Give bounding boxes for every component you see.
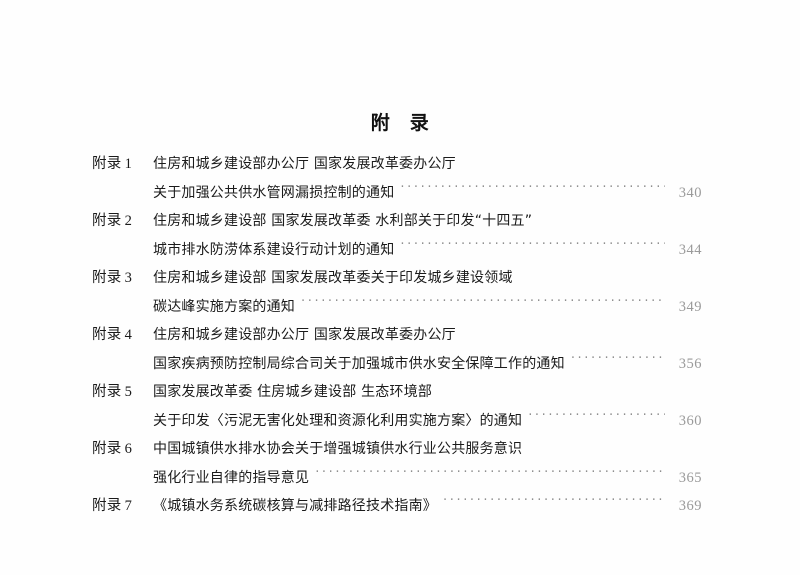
leader-dots: [315, 464, 665, 482]
toc-entry-title-line1: 住房和城乡建设部办公厅 国家发展改革委办公厅: [153, 156, 456, 172]
toc-page-number[interactable]: 360: [678, 412, 702, 429]
toc-entry-label-text: 附录: [92, 384, 122, 400]
toc-page-number[interactable]: 369: [678, 498, 702, 514]
toc-entry-index: 3: [124, 270, 133, 286]
toc-page-number[interactable]: 340: [678, 184, 702, 201]
toc-entry-label-text: 附录: [92, 498, 122, 514]
toc-page-number[interactable]: 344: [678, 241, 702, 258]
toc-entry-label-text: 附录: [92, 270, 122, 286]
toc-entry-title-line2: 关于加强公共供水管网漏损控制的通知: [153, 184, 395, 201]
leader-dots: [443, 492, 665, 510]
toc-entry-label-text: 附录: [92, 156, 122, 172]
toc-entry-title-line2: 城市排水防涝体系建设行动计划的通知: [153, 241, 395, 258]
toc-entry-line-secondary: 强化行业自律的指导意见 365: [92, 464, 702, 493]
toc-entry-title-line2: 国家疾病预防控制局综合司关于加强城市供水安全保障工作的通知: [153, 355, 565, 372]
toc-entry-title-line1: 国家发展改革委 住房城乡建设部 生态环境部: [153, 384, 433, 400]
toc-entry-line-secondary: 关于加强公共供水管网漏损控制的通知 340: [92, 179, 702, 208]
page-title: 附 录: [370, 113, 430, 134]
leader-dots: [301, 293, 665, 311]
toc-entry-label-text: 附录: [92, 213, 122, 229]
toc-entry-label-text: 附录: [92, 441, 122, 457]
toc-entry[interactable]: 附录7 《城镇水务系统碳核算与减排路径技术指南》 369: [92, 492, 702, 521]
toc-entry-index: 5: [124, 384, 133, 400]
toc-entry-index: 4: [124, 327, 133, 343]
toc-entry-line-secondary: 碳达峰实施方案的通知 349: [92, 293, 702, 322]
leader-dots: [528, 407, 665, 425]
toc-entry-index: 6: [124, 441, 133, 457]
toc-entry-line-secondary: 关于印发〈污泥无害化处理和资源化利用实施方案〉的通知 360: [92, 407, 702, 436]
toc-entry-title-line1: 《城镇水务系统碳核算与减排路径技术指南》: [153, 498, 437, 514]
toc-entry-title-line1: 住房和城乡建设部办公厅 国家发展改革委办公厅: [153, 327, 456, 343]
toc-entry-title-line1: 住房和城乡建设部 国家发展改革委 水利部关于印发“十四五”: [153, 213, 533, 229]
toc-page-number[interactable]: 356: [678, 355, 702, 372]
toc-entry-line-secondary: 城市排水防涝体系建设行动计划的通知 344: [92, 236, 702, 265]
toc-entry-line-primary: 附录7 《城镇水务系统碳核算与减排路径技术指南》 369: [92, 492, 702, 521]
toc-entry-index: 2: [124, 213, 133, 229]
toc-entry-line-secondary: 国家疾病预防控制局综合司关于加强城市供水安全保障工作的通知 356: [92, 350, 702, 379]
leader-dots: [400, 236, 665, 254]
toc-entry-title-line2: 强化行业自律的指导意见: [153, 469, 310, 486]
toc-page-number[interactable]: 365: [678, 469, 702, 486]
toc-entry-title-line1: 住房和城乡建设部 国家发展改革委关于印发城乡建设领域: [153, 270, 513, 286]
toc-entry-title-line1: 中国城镇供水排水协会关于增强城镇供水行业公共服务意识: [153, 441, 523, 457]
leader-dots: [400, 179, 665, 197]
toc-page-number[interactable]: 349: [678, 298, 702, 315]
toc-entry-index: 1: [124, 156, 133, 172]
toc-entry-title-line2: 关于印发〈污泥无害化处理和资源化利用实施方案〉的通知: [153, 412, 523, 429]
leader-dots: [571, 350, 665, 368]
toc-entry-title-line2: 碳达峰实施方案的通知: [153, 298, 295, 315]
toc-entry-label-text: 附录: [92, 327, 122, 343]
toc-entry-index: 7: [124, 498, 133, 514]
